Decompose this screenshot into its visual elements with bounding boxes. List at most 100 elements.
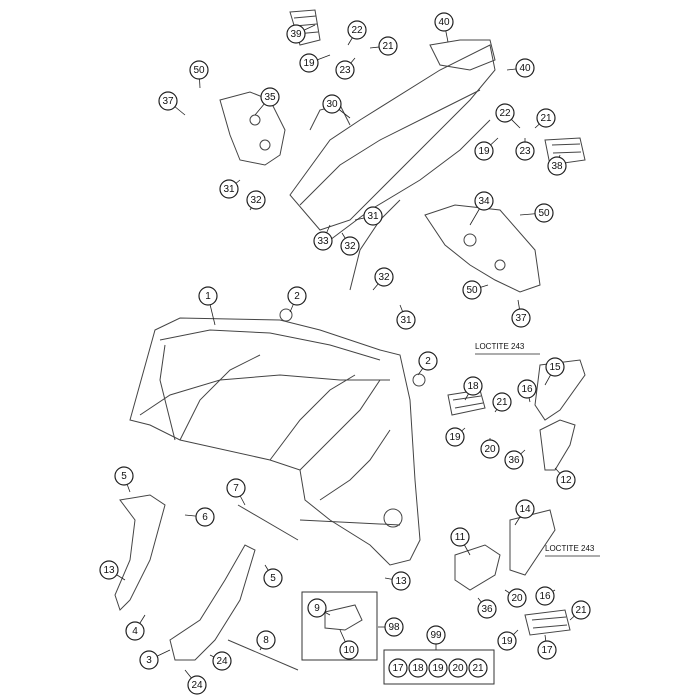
part-callout: 15	[545, 357, 565, 377]
part-callout: 36	[504, 450, 524, 470]
callout-circle	[534, 203, 554, 223]
callout-number: 22	[499, 108, 511, 119]
part-callout: 50	[189, 60, 209, 80]
callout-circle	[556, 470, 576, 490]
kit-part-9	[324, 604, 363, 631]
callout-circle	[477, 599, 497, 619]
callout-number: 33	[317, 236, 329, 247]
callout-number: 32	[250, 195, 262, 206]
callout-circle	[391, 571, 411, 591]
callout-number: 3	[146, 655, 152, 666]
callout-circle	[492, 392, 512, 412]
part-callout: 5	[263, 568, 283, 588]
callout-circle	[187, 675, 207, 695]
part-callout: 17	[388, 658, 408, 678]
callout-circle	[480, 439, 500, 459]
part-callout: 21	[492, 392, 512, 412]
callout-circle	[378, 36, 398, 56]
callout-number: 17	[541, 645, 553, 656]
part-callout: 34	[474, 191, 494, 211]
callout-circle	[571, 600, 591, 620]
callout-number: 21	[540, 113, 552, 124]
part-callout: 24	[212, 651, 232, 671]
callout-number: 21	[575, 605, 587, 616]
callout-number: 13	[103, 565, 115, 576]
callout-circle	[507, 588, 527, 608]
callout-circle	[322, 94, 342, 114]
footrest-lower-right	[524, 609, 571, 636]
callout-number: 32	[378, 272, 390, 283]
callout-circle	[125, 621, 145, 641]
part-callout: 10	[339, 640, 359, 660]
callout-circle	[339, 640, 359, 660]
callout-circle	[408, 658, 428, 678]
part-callout: 40	[515, 58, 535, 78]
callout-circle	[307, 598, 327, 618]
callout-number: 16	[521, 384, 533, 395]
part-callout: 17	[537, 640, 557, 660]
part-callout: 50	[462, 280, 482, 300]
callout-number: 7	[233, 483, 239, 494]
part-callout: 33	[313, 231, 333, 251]
part-callout: 21	[468, 658, 488, 678]
part-callout: 98	[384, 617, 404, 637]
part-callout: 7	[226, 478, 246, 498]
callout-circle	[511, 308, 531, 328]
callout-number: 2	[294, 291, 300, 302]
callout-number: 30	[326, 99, 338, 110]
callout-number: 24	[191, 680, 203, 691]
part-callout: 21	[378, 36, 398, 56]
callout-number: 40	[438, 17, 450, 28]
callout-circle	[536, 108, 556, 128]
callout-number: 9	[314, 603, 320, 614]
callout-circle	[515, 141, 535, 161]
callout-circle	[515, 499, 535, 519]
callout-circle	[219, 179, 239, 199]
callout-number: 22	[351, 25, 363, 36]
callout-number: 36	[508, 455, 520, 466]
callout-circle	[299, 53, 319, 73]
callout-circle	[462, 280, 482, 300]
part-callout: 18	[408, 658, 428, 678]
rear-subframe	[289, 39, 496, 291]
callout-number: 1	[205, 291, 211, 302]
part-callout: 16	[517, 379, 537, 399]
callout-circle	[246, 190, 266, 210]
part-callout: 39	[286, 24, 306, 44]
part-callout: 36	[477, 599, 497, 619]
callout-circle	[212, 651, 232, 671]
callout-circle	[468, 658, 488, 678]
part-callout: 13	[391, 571, 411, 591]
footrest-bracket-right	[424, 204, 541, 293]
callout-circle	[463, 376, 483, 396]
callout-number: 21	[382, 41, 394, 52]
part-callout: 31	[219, 179, 239, 199]
callout-circle	[198, 286, 218, 306]
callout-number: 50	[193, 65, 205, 76]
part-callout: 5	[114, 466, 134, 486]
callout-number: 24	[216, 656, 228, 667]
part-callout: 9	[307, 598, 327, 618]
callout-number: 5	[270, 573, 276, 584]
callout-circle	[426, 625, 446, 645]
callout-number: 11	[455, 532, 466, 543]
callout-number: 37	[162, 96, 174, 107]
callout-number: 19	[478, 146, 490, 157]
callout-circle	[158, 91, 178, 111]
callout-circle	[396, 310, 416, 330]
callout-number: 13	[395, 576, 407, 587]
callout-number: 50	[466, 285, 478, 296]
part-callout: 22	[495, 103, 515, 123]
callout-number: 18	[412, 663, 424, 674]
callout-circle	[335, 60, 355, 80]
callout-circle	[547, 156, 567, 176]
kit-box-9	[301, 591, 378, 661]
callout-circle	[388, 658, 408, 678]
callout-number: 5	[121, 471, 127, 482]
main-frame	[129, 308, 426, 566]
part-callout: 16	[535, 586, 555, 606]
callout-number: 16	[539, 591, 551, 602]
callout-number: 21	[472, 663, 484, 674]
part-callout: 11	[450, 527, 470, 547]
